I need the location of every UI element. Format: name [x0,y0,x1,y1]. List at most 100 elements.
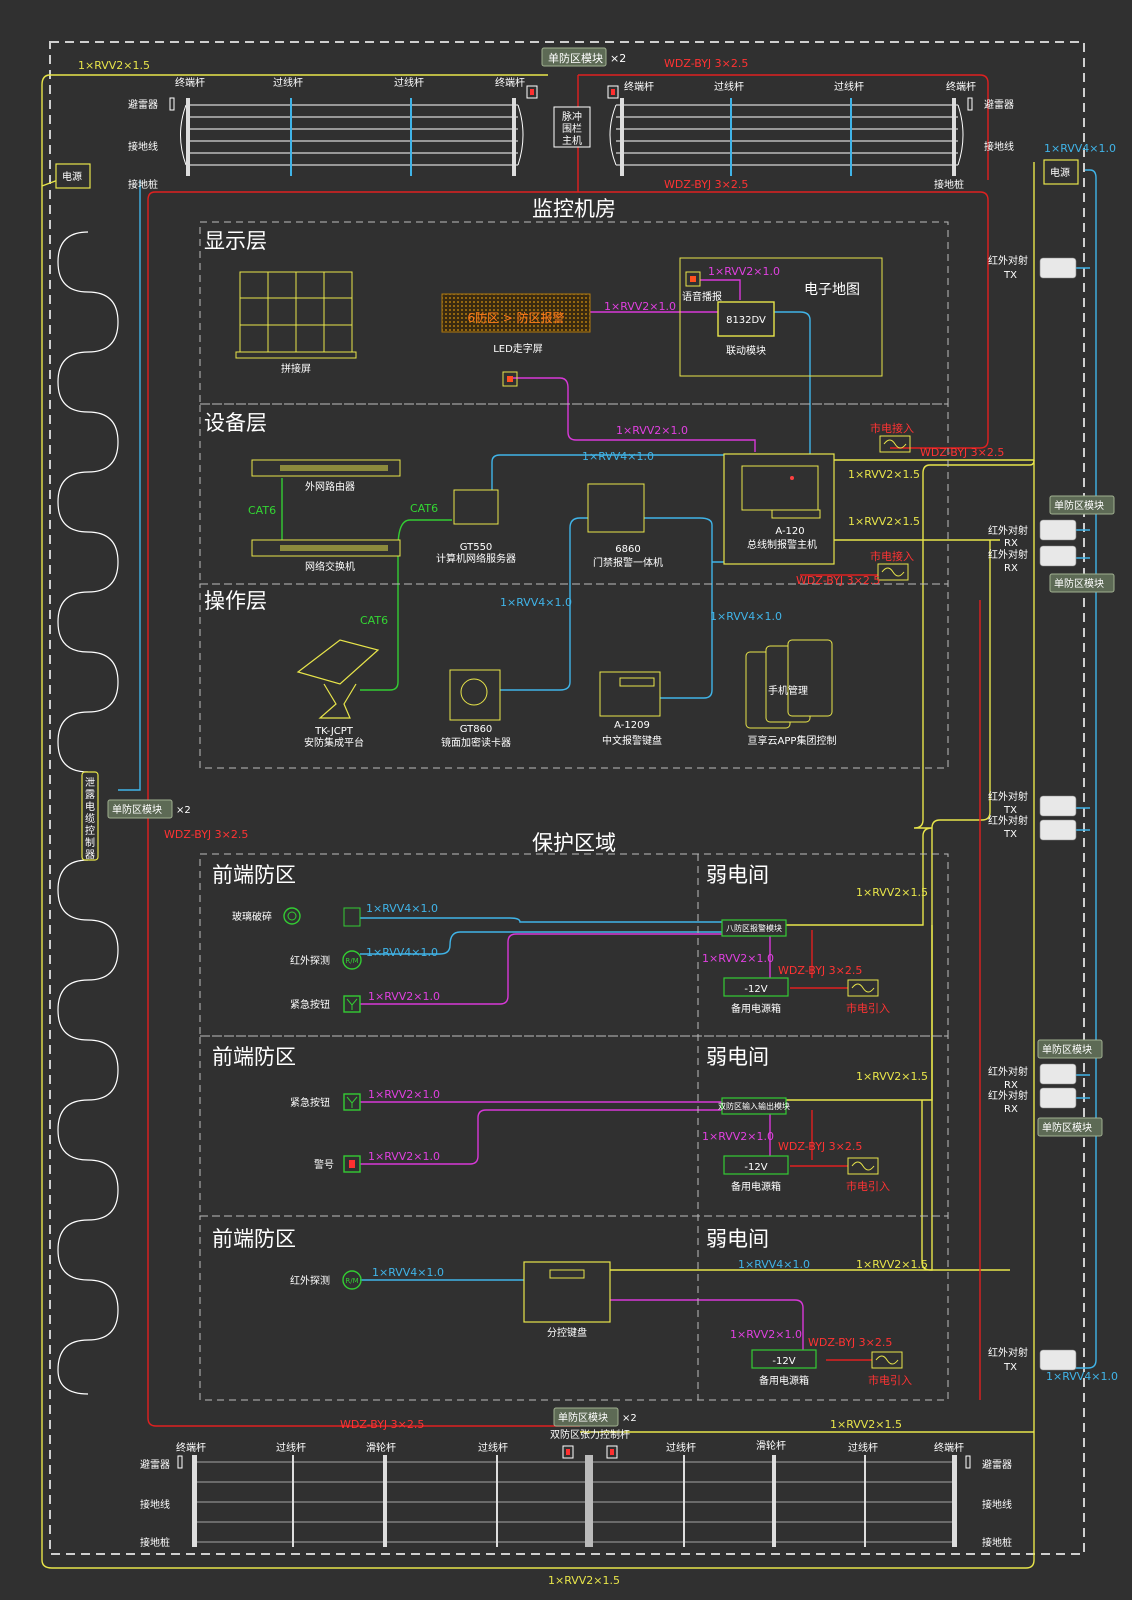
tk-jcpt-platform[interactable] [296,639,380,719]
a1209-label: A-1209 [614,720,650,731]
cable-label: CAT6 [410,502,438,515]
ir-label: TX [1003,805,1017,816]
mains-in-icon [847,1157,879,1175]
backup-power-box[interactable] [723,977,789,997]
phone-devices [745,639,833,729]
eight-zone-label: 八防区报警模块 [726,923,782,933]
gt550-server[interactable] [453,489,499,525]
cable-label: WDZ-BYJ 3×2.5 [778,1140,862,1153]
mains-label: 市电接入 [870,549,914,563]
backup-power-box[interactable] [723,1155,789,1175]
linkage-module-8132dv[interactable] [717,301,775,337]
ir-label: RX [1004,1104,1018,1115]
svg-text:器: 器 [85,849,95,861]
dual-io-label: 双防区输入输出模块 [718,1101,790,1111]
fence-label: 过线杆 [834,80,864,93]
power-label: 电源 [1050,166,1070,179]
door-alarm-6860[interactable] [587,483,645,533]
fence-label: 接地线 [984,140,1014,153]
cable-label: WDZ-BYJ 3×2.5 [340,1418,424,1431]
emergency-button[interactable] [343,995,361,1013]
display-layer-title: 显示层 [204,229,267,253]
display-layer-box [199,221,949,405]
eight-zone-module[interactable] [721,919,787,937]
cable-label: 1×RVV2×1.5 [856,1258,928,1271]
ir-detect-label: 红外探测 [290,954,330,967]
gt860-card-reader[interactable] [449,669,501,721]
ir-label: 红外对射 [988,790,1028,803]
siren-device[interactable] [343,1155,361,1173]
protect-zone-box-2 [199,1035,949,1217]
power-label: 电源 [62,170,82,183]
top-fence [180,104,964,166]
single-zone-module-label: 单防区模块 [548,51,603,65]
backup-label: 备用电源箱 [731,1002,781,1015]
mains-in-icon [877,563,909,581]
fence-label: 过线杆 [276,1441,306,1454]
ir-label: RX [1004,538,1018,549]
pulse-host-label: 主机 [562,134,582,147]
front-zone-title: 前端防区 [212,1045,296,1069]
cable-label: 1×RVV2×1.0 [702,1130,774,1143]
single-zone-module-label: 单防区模块 [1054,577,1104,590]
cable-label: CAT6 [248,504,276,517]
v12-label: -12V [772,1356,795,1367]
fence-label: 终端杆 [175,76,205,89]
ir-detector-sensor[interactable] [342,950,362,970]
link-module-label: 联动模块 [726,345,766,357]
ir-detector-sensor[interactable] [342,1270,362,1290]
device-layer-box [199,403,949,585]
cable-label: WDZ-BYJ 3×2.5 [664,178,748,191]
svg-text:泄: 泄 [85,776,95,789]
gt550-desc: 计算机网络服务器 [436,552,516,565]
leak-cable-controller[interactable] [81,771,99,861]
a1209-keypad[interactable] [599,671,661,717]
mains-label: 市电接入 [870,421,914,435]
ir-label: TX [1003,270,1017,281]
bottom-fence [195,1461,955,1543]
speaker-icon [502,371,518,387]
zone-keypad[interactable] [523,1261,611,1323]
power-box-right[interactable] [1043,159,1079,185]
ir-label: RX [1004,563,1018,574]
pulse-host-label: 围栏 [562,122,582,135]
m6860-label: 6860 [615,544,640,555]
mains-in-icon [847,979,879,997]
single-zone-module-label: 单防区模块 [1042,1121,1092,1134]
front-zone-title: 前端防区 [212,863,296,887]
m6860-desc: 门禁报警一体机 [593,556,663,569]
alarm-light-icon [526,85,538,99]
cable-label: WDZ-BYJ 3×2.5 [778,964,862,977]
weak-room-title: 弱电间 [706,863,769,887]
a120-desc: 总线制报警主机 [747,538,817,551]
protect-zone-box-1 [199,853,949,1037]
led-marquee-screen [441,293,591,333]
weak-room-title: 弱电间 [706,1227,769,1251]
module-count: ×2 [610,52,626,65]
backup-power-box[interactable] [751,1349,817,1369]
emergency-button[interactable] [343,1093,361,1111]
ir-label: TX [1003,1362,1017,1373]
leak-controller-label: 泄 露 电 缆 控 制 器 [85,776,95,861]
dual-io-module[interactable] [721,1097,787,1115]
power-box-left[interactable] [55,163,91,189]
rm-label: R/M [345,957,358,965]
yellow-inner-loop [41,179,1035,1433]
bottom-fence-posts [177,1455,971,1547]
cable-label: 1×RVV4×1.0 [366,902,438,915]
mains-in-icon [879,435,911,453]
glass-break-sensor[interactable] [283,907,301,925]
single-zone-module-label: 单防区模块 [558,1411,608,1424]
electronic-map-box [679,257,883,377]
yellow-branch-protect [600,925,933,1271]
v12-label: -12V [744,984,767,995]
cable-label: 1×RVV2×1.5 [848,515,920,528]
cable-label: 1×RVV2×1.5 [856,1070,928,1083]
cable-label: 1×RVV4×1.0 [366,946,438,959]
pulse-fence-host[interactable] [553,106,591,148]
ir-detect-label: 红外探测 [290,1274,330,1287]
svg-text:露: 露 [85,789,95,801]
glass-break-module [343,907,361,927]
cable-label: 1×RVV2×1.5 [78,59,150,72]
